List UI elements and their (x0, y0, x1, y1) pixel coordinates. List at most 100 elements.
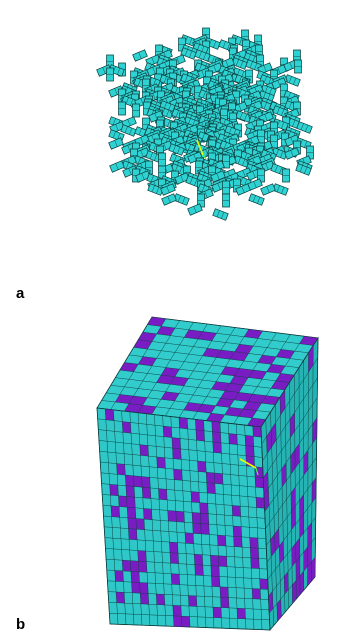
purple-voxel (307, 561, 312, 586)
purple-voxel (115, 394, 134, 404)
purple-voxel (214, 473, 223, 485)
purple-voxel (299, 494, 304, 519)
purple-voxel (206, 482, 216, 494)
lattice-strut (212, 208, 229, 221)
purple-voxel (139, 582, 149, 594)
purple-voxel (224, 407, 244, 417)
purple-voxel (128, 396, 148, 406)
mesh-grid (260, 337, 319, 631)
purple-voxel (135, 518, 145, 530)
purple-voxel (274, 528, 280, 552)
purple-voxel (220, 366, 240, 376)
cube-right-face (260, 336, 319, 632)
purple-voxel (212, 431, 221, 443)
cube-top-face (96, 316, 319, 428)
purple-voxel (137, 550, 147, 562)
purple-voxel (225, 383, 244, 393)
purple-voxel (171, 573, 180, 585)
purple-voxel (188, 595, 197, 607)
purple-voxel (138, 405, 157, 415)
purple-voxel (130, 571, 140, 583)
purple-voxel (259, 578, 269, 590)
purple-voxel (220, 390, 239, 400)
purple-voxel (244, 329, 263, 339)
purple-voxel (197, 404, 216, 414)
purple-voxel (118, 495, 128, 508)
purple-voxel (271, 380, 290, 390)
purple-voxel (311, 477, 317, 503)
purple-voxel (263, 471, 269, 495)
purple-voxel (268, 591, 274, 614)
purple-voxel (307, 522, 312, 547)
lattice-strut (248, 193, 265, 206)
purple-voxel (156, 375, 175, 385)
purple-voxel (175, 511, 185, 523)
panel-label-b: b (16, 616, 26, 633)
purple-voxel (290, 449, 296, 475)
purple-voxel (138, 561, 147, 573)
axis-triad-icon (196, 139, 207, 160)
purple-voxel (131, 582, 141, 594)
purple-voxel (292, 580, 297, 604)
purple-voxel (114, 570, 124, 582)
purple-voxel (192, 512, 201, 524)
purple-voxel (206, 413, 225, 423)
purple-voxel (215, 398, 235, 408)
purple-voxel (127, 517, 137, 530)
cube-front-face (96, 407, 271, 631)
purple-voxel (185, 532, 194, 544)
purple-voxel (210, 565, 220, 577)
purple-voxel (233, 526, 242, 537)
purple-voxel (179, 417, 188, 429)
purple-voxel (232, 505, 241, 517)
figure-panel-b: b (0, 312, 363, 634)
purple-voxel (195, 429, 205, 442)
purple-voxel (126, 496, 136, 508)
purple-voxel (249, 537, 259, 549)
purple-voxel (312, 417, 317, 444)
purple-voxel (279, 540, 284, 564)
purple-voxel (210, 555, 219, 567)
purple-voxel (128, 528, 138, 540)
purple-voxel (218, 555, 227, 567)
purple-voxel (247, 394, 267, 404)
lattice-struts (96, 27, 314, 221)
purple-voxel (291, 543, 296, 567)
purple-voxel (190, 491, 200, 503)
purple-voxel (234, 344, 254, 354)
purple-voxel (216, 350, 235, 360)
purple-voxel (291, 505, 296, 530)
purple-voxel (270, 534, 276, 557)
purple-voxel (295, 556, 300, 581)
purple-voxel (171, 437, 181, 449)
purple-voxel (294, 443, 300, 469)
purple-voxel (170, 376, 189, 386)
purple-voxel (194, 554, 203, 566)
purple-voxel (311, 557, 316, 582)
purple-voxel (110, 505, 120, 518)
purple-voxel (141, 476, 151, 488)
purple-voxel (133, 475, 143, 488)
purple-voxel (124, 403, 143, 413)
axis-triad-icon (239, 458, 259, 476)
purple-voxel (276, 599, 282, 622)
purple-voxel (299, 336, 318, 346)
purple-voxel (167, 510, 177, 522)
lattice-strut (296, 121, 313, 134)
purple-voxel (266, 429, 272, 454)
purple-voxel (211, 381, 230, 391)
purple-voxel (243, 401, 262, 411)
purple-voxel (173, 615, 182, 627)
purple-voxel (156, 456, 166, 469)
purple-voxel (257, 355, 277, 365)
purple-voxel (256, 497, 265, 509)
purple-voxel (284, 571, 289, 595)
purple-voxel (116, 592, 125, 604)
lattice-strut (173, 193, 190, 206)
purple-voxel (199, 502, 209, 514)
purple-voxel (255, 476, 264, 488)
purple-voxel (105, 408, 115, 421)
purple-voxel (219, 586, 229, 598)
purple-voxel (183, 402, 203, 412)
purple-voxel (181, 616, 190, 627)
